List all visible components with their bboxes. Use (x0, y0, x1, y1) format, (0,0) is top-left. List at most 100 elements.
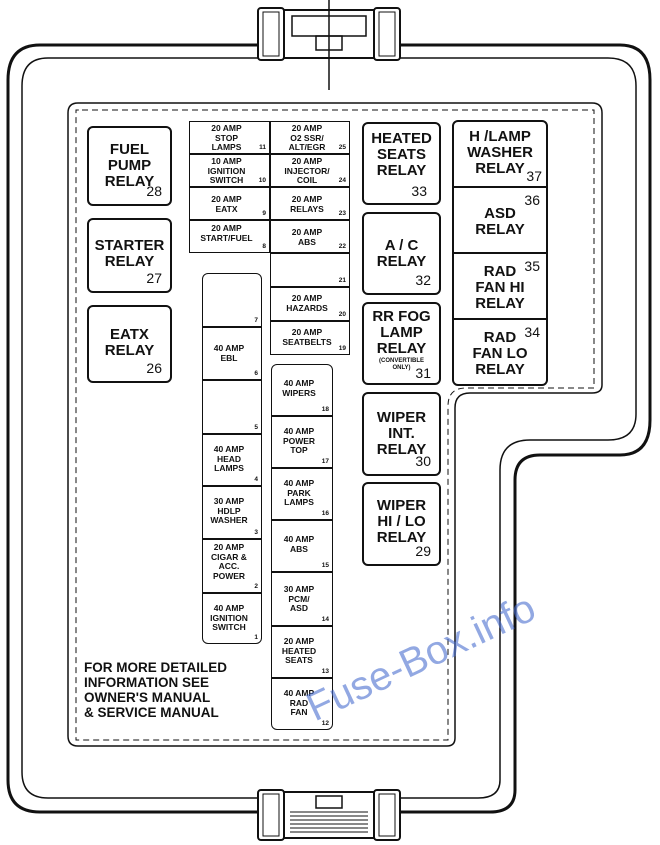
fuse-24: 20 AMP INJECTOR/ COIL 24 (270, 154, 350, 187)
fuse-number: 15 (321, 562, 329, 569)
fuse-10: 10 AMP IGNITION SWITCH 10 (189, 154, 270, 187)
fuse-number: 16 (321, 510, 329, 517)
fuse-15: 40 AMP ABS 15 (271, 520, 333, 572)
relay-28: FUEL PUMP RELAY 28 (87, 126, 172, 206)
fuse-label: 40 AMP HEAD LAMPS (213, 444, 245, 473)
fuse-label: 30 AMP HDLP WASHER (210, 496, 248, 525)
relay-label: EATX RELAY (104, 326, 155, 359)
fuse-number: 7 (254, 317, 258, 324)
fuse-13: 20 AMP HEATED SEATS 13 (271, 626, 333, 678)
fuse-number: 9 (262, 210, 266, 217)
fuse-number: 11 (259, 144, 266, 151)
fuse-label: 20 AMP ABS (291, 227, 323, 247)
relay-29: WIPER HI / LO RELAY 29 (362, 482, 441, 566)
fuse-label: 20 AMP START/FUEL (200, 223, 253, 243)
fuse-number: 13 (321, 668, 329, 675)
relay-37: H /LAMP WASHER RELAY 37 (452, 120, 548, 188)
fuse-number: 8 (262, 243, 266, 250)
relay-35: RAD FAN HI RELAY 35 (452, 252, 548, 320)
fuse-number: 4 (254, 476, 258, 483)
fuse-7: 7 (202, 273, 262, 327)
relay-number: 32 (415, 272, 431, 288)
relay-number: 36 (524, 192, 540, 208)
fuse-label: 40 AMP IGNITION SWITCH (210, 603, 248, 632)
fuse-number: 1 (254, 634, 258, 641)
fuse-number: 21 (338, 277, 346, 284)
fuse-4: 40 AMP HEAD LAMPS 4 (202, 434, 262, 486)
relay-36: ASD RELAY 36 (452, 186, 548, 254)
fuse-number: 19 (338, 345, 346, 352)
fuse-label: 20 AMP CIGAR & ACC. POWER (211, 542, 247, 581)
fuse-number: 3 (254, 529, 258, 536)
fuse-8: 20 AMP START/FUEL 8 (189, 220, 270, 253)
fuse-label: 20 AMP SEATBELTS (282, 327, 332, 347)
fuse-number: 20 (338, 311, 346, 318)
relay-label: RAD FAN LO RELAY (472, 329, 528, 378)
fuse-number: 12 (321, 720, 329, 727)
fuse-18: 40 AMP WIPERS 18 (271, 364, 333, 416)
manual-note: FOR MORE DETAILED INFORMATION SEE OWNER'… (84, 660, 227, 720)
fuse-11: 20 AMP STOP LAMPS 11 (189, 121, 270, 154)
fuse-number: 18 (321, 406, 329, 413)
fuse-number: 22 (338, 243, 346, 250)
fuse-20: 20 AMP HAZARDS 20 (270, 287, 350, 321)
fuse-label: 20 AMP EATX (211, 194, 242, 214)
relay-number: 35 (524, 258, 540, 274)
fuse-label: 20 AMP HAZARDS (286, 293, 328, 313)
relay-number: 27 (146, 270, 162, 286)
relay-number: 26 (146, 360, 162, 376)
fuse-number: 25 (338, 144, 346, 151)
fuse-number: 23 (338, 210, 346, 217)
fuse-23: 20 AMP RELAYS 23 (270, 187, 350, 220)
relay-label: RR FOG LAMP RELAY (372, 308, 431, 357)
fuse-number: 10 (258, 177, 266, 184)
fuse-25: 20 AMP O2 SSR/ ALT/EGR 25 (270, 121, 350, 154)
fuse-6: 40 AMP EBL 6 (202, 327, 262, 380)
fuse-number: 5 (254, 424, 258, 431)
fuse-2: 20 AMP CIGAR & ACC. POWER 2 (202, 539, 262, 593)
fuse-label: 40 AMP RAD FAN (283, 688, 315, 717)
relay-label: ASD RELAY (475, 205, 525, 238)
relay-27: STARTER RELAY 27 (87, 218, 172, 293)
fuse-label: 20 AMP INJECTOR/ COIL (284, 156, 330, 185)
fuse-label: 40 AMP POWER TOP (282, 426, 316, 455)
relay-34: RAD FAN LO RELAY 34 (452, 318, 548, 386)
relay-number: 28 (146, 183, 162, 199)
relay-sub-label: (CONVERTIBLE ONLY) (379, 358, 424, 371)
fuse-number: 24 (338, 177, 346, 184)
fuse-number: 17 (321, 458, 329, 465)
relay-number: 37 (526, 168, 542, 184)
relay-label: STARTER RELAY (94, 237, 165, 270)
fuse-16: 40 AMP PARK LAMPS 16 (271, 468, 333, 520)
fuse-label: 20 AMP RELAYS (290, 194, 324, 214)
fuse-17: 40 AMP POWER TOP 17 (271, 416, 333, 468)
fuse-9: 20 AMP EATX 9 (189, 187, 270, 220)
relay-number: 34 (524, 324, 540, 340)
fuse-label: 10 AMP IGNITION SWITCH (207, 156, 246, 185)
fuse-number: 14 (321, 616, 329, 623)
relay-label: A / C RELAY (376, 237, 427, 270)
fuse-1: 40 AMP IGNITION SWITCH 1 (202, 593, 262, 644)
relay-label: FUEL PUMP RELAY (104, 141, 155, 190)
relay-label: WIPER HI / LO RELAY (376, 497, 427, 546)
fuse-label: 40 AMP EBL (213, 343, 245, 363)
fuse-5: 5 (202, 380, 262, 434)
relay-label: H /LAMP WASHER RELAY (467, 128, 533, 177)
relay-number: 29 (415, 543, 431, 559)
fuse-21: 21 (270, 253, 350, 287)
fuse-3: 30 AMP HDLP WASHER 3 (202, 486, 262, 539)
relay-number: 30 (415, 453, 431, 469)
relay-label: HEATED SEATS RELAY (371, 130, 432, 179)
fuse-19: 20 AMP SEATBELTS 19 (270, 321, 350, 355)
fuse-label: 40 AMP ABS (283, 534, 315, 554)
relay-26: EATX RELAY 26 (87, 305, 172, 383)
relay-30: WIPER INT. RELAY 30 (362, 392, 441, 476)
fuse-12: 40 AMP RAD FAN 12 (271, 678, 333, 730)
fuse-22: 20 AMP ABS 22 (270, 220, 350, 253)
fuse-number: 6 (254, 370, 258, 377)
relay-label: RAD FAN HI RELAY (475, 263, 525, 312)
fuse-label: 20 AMP STOP LAMPS (211, 123, 242, 152)
fuse-label: 20 AMP HEATED SEATS (281, 636, 317, 665)
fuse-number: 2 (254, 583, 258, 590)
